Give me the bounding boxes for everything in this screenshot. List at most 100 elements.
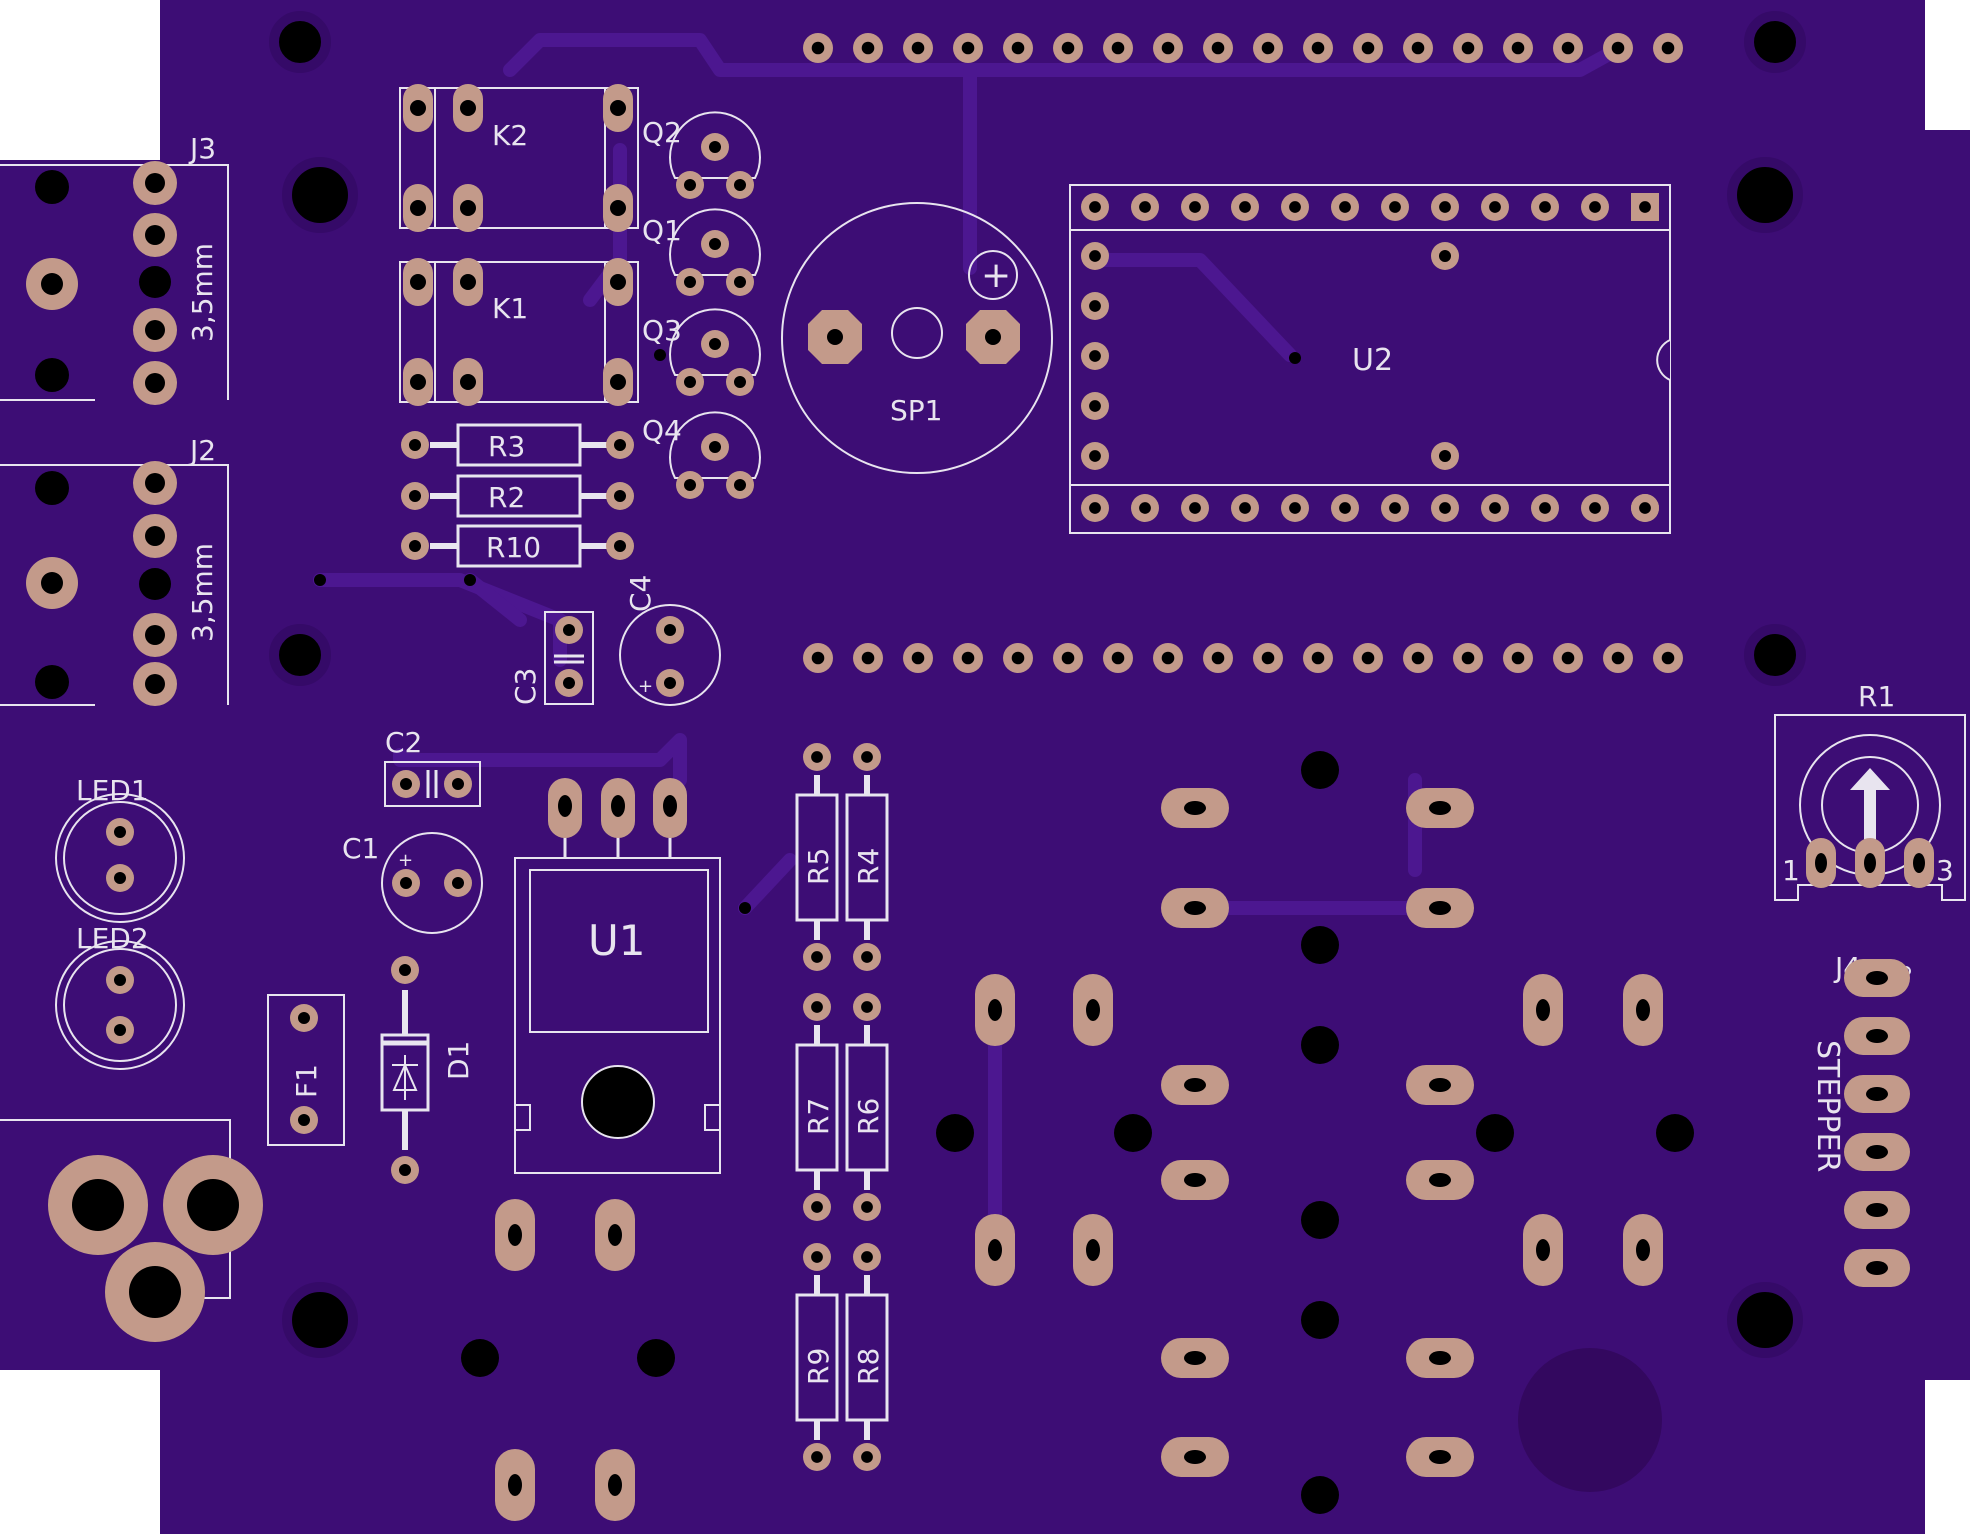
- module-pin: [1181, 193, 1209, 221]
- mounting-hole: [1301, 1026, 1339, 1064]
- k1-label: K1: [492, 292, 528, 325]
- module-pin: [1081, 292, 1109, 320]
- j4-pin: [1844, 1249, 1910, 1287]
- header-pad: [853, 643, 883, 673]
- terminal-pad: [1161, 888, 1229, 928]
- transistor-q4: Q4: [642, 411, 761, 499]
- header-j4: J4 STEPPER: [1810, 951, 1911, 1287]
- module-pin: [1131, 193, 1159, 221]
- header-pad: [1453, 643, 1483, 673]
- mounting-hole: [1114, 1114, 1152, 1152]
- header-pad: [1003, 33, 1033, 63]
- copper-traces: [313, 33, 1627, 1242]
- header-pad: [1153, 643, 1183, 673]
- header-pad: [1053, 643, 1083, 673]
- c4-label: C4: [624, 575, 657, 612]
- header-pad: [903, 643, 933, 673]
- resistor-pad: [803, 1443, 831, 1471]
- header-pad: [1353, 33, 1383, 63]
- resistor-r2: R2: [401, 474, 634, 518]
- module-pin: [1531, 193, 1559, 221]
- fuse-f1: F1: [267, 994, 345, 1146]
- module-pin: [1381, 494, 1409, 522]
- k2-label: K2: [492, 119, 528, 152]
- header-pad: [1503, 643, 1533, 673]
- resistor-pad: [803, 1243, 831, 1271]
- r4-label: R4: [852, 848, 885, 885]
- terminal-pad: [1523, 974, 1563, 1046]
- c4-plus: +: [638, 676, 653, 697]
- module-pin: [1581, 193, 1609, 221]
- led2-label: LED2: [76, 922, 149, 955]
- j4-pin: [1844, 1191, 1910, 1229]
- sp1-label: SP1: [890, 394, 942, 427]
- sp1-plus: +: [981, 255, 1011, 296]
- module-pin: [1581, 494, 1609, 522]
- module-pin: [1231, 193, 1259, 221]
- diode-d1: D1: [380, 956, 475, 1184]
- resistor-pad: [853, 943, 881, 971]
- header-pad: [1653, 33, 1683, 63]
- mounting-hole: [1301, 1476, 1339, 1514]
- terminal-pad: [1406, 1065, 1474, 1105]
- module-pin: [1081, 442, 1109, 470]
- module-pin: [1531, 494, 1559, 522]
- j3-label: J3: [188, 132, 216, 165]
- f1-label: F1: [290, 1064, 323, 1098]
- module-pin: [1431, 494, 1459, 522]
- resistor-pad: [853, 1243, 881, 1271]
- relay-k1: K1: [399, 258, 639, 406]
- header-pad: [1403, 643, 1433, 673]
- resistor-pad: [853, 743, 881, 771]
- header-pad: [1503, 33, 1533, 63]
- terminal-pad: [595, 1449, 635, 1521]
- d1-label: D1: [442, 1041, 475, 1080]
- capacitor-c3: C3: [509, 611, 594, 705]
- header-pad: [1303, 33, 1333, 63]
- header-pad: [1303, 643, 1333, 673]
- terminal-pad: [1406, 1437, 1474, 1477]
- terminal-pad: [1161, 788, 1229, 828]
- mounting-hole: [461, 1339, 499, 1377]
- module-pin: [1631, 494, 1659, 522]
- r1-label: R1: [1858, 680, 1895, 713]
- transistors: Q2 Q1 Q3 Q4: [642, 111, 761, 499]
- module-pin: [1431, 193, 1459, 221]
- stepper-label: STEPPER: [1810, 1040, 1845, 1172]
- r3-label: R3: [488, 430, 525, 463]
- terminal-pad: [1406, 788, 1474, 828]
- header-pad: [1153, 33, 1183, 63]
- led-led2: LED2: [55, 922, 185, 1070]
- power-jack: [0, 1119, 263, 1342]
- header-pad: [803, 33, 833, 63]
- module-pin: [1381, 193, 1409, 221]
- terminal-pad: [975, 1214, 1015, 1286]
- header-bottom: [803, 643, 1683, 673]
- j4-pin: [1844, 1133, 1910, 1171]
- transistor-q3: Q3: [642, 308, 761, 396]
- q1-label: Q1: [642, 214, 682, 247]
- terminal-pad: [1161, 1437, 1229, 1477]
- resistor-r5: R5: [795, 775, 839, 940]
- r8-label: R8: [852, 1348, 885, 1385]
- transistor-q1: Q1: [642, 208, 761, 296]
- resistor-r3: R3: [401, 423, 634, 467]
- mounting-hole: [1301, 751, 1339, 789]
- header-pad: [1203, 33, 1233, 63]
- j4-pin: [1844, 1017, 1910, 1055]
- led1-label: LED1: [76, 774, 149, 807]
- header-pad: [1603, 643, 1633, 673]
- resistor-pad: [803, 943, 831, 971]
- terminal-pad: [1161, 1065, 1229, 1105]
- module-pin: [1081, 494, 1109, 522]
- header-pad: [1603, 33, 1633, 63]
- c1-label: C1: [342, 832, 379, 865]
- capacitor-c1: + C1: [342, 832, 483, 934]
- module-pin: [1131, 494, 1159, 522]
- resistors-horizontal: R3 R2 R10: [401, 423, 634, 568]
- header-pad: [1003, 643, 1033, 673]
- q4-label: Q4: [642, 414, 682, 447]
- resistor-r8: R8: [845, 1275, 889, 1440]
- r6-label: R6: [852, 1098, 885, 1135]
